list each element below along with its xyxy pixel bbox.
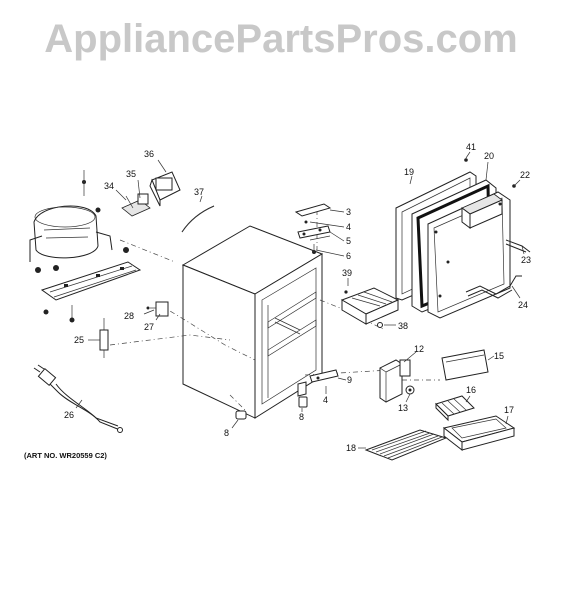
callout-4b: 4 — [323, 395, 328, 405]
callout-24: 24 — [518, 300, 528, 310]
wire-shelf — [364, 429, 448, 461]
callout-5: 5 — [346, 236, 351, 246]
power-cord — [33, 364, 123, 433]
callout-27: 27 — [144, 322, 154, 332]
callout-41: 41 — [466, 142, 476, 152]
callout-28: 28 — [124, 311, 134, 321]
control-housing — [340, 287, 400, 328]
drain-tube — [181, 205, 215, 233]
callout-36: 36 — [144, 149, 154, 159]
cabinet-assembly — [181, 225, 324, 419]
callout-26: 26 — [64, 410, 74, 420]
callout-39: 39 — [342, 268, 352, 278]
thermostat-parts — [146, 301, 169, 317]
callout-labels: 3 4 5 6 39 38 12 15 9 4 13 16 17 18 8 8 … — [64, 142, 531, 453]
callout-25: 25 — [74, 335, 84, 345]
art-number: (ART NO. WR20559 C2) — [24, 451, 107, 460]
callout-34: 34 — [104, 181, 114, 191]
callout-12: 12 — [414, 344, 424, 354]
door-assembly — [395, 158, 531, 319]
callout-38: 38 — [398, 321, 408, 331]
ice-tray — [435, 395, 475, 422]
callout-8b: 8 — [299, 412, 304, 422]
bottom-hinge-parts — [235, 369, 339, 420]
watermark-text: AppliancePartsPros.com — [44, 17, 518, 61]
callout-17: 17 — [504, 405, 514, 415]
callout-13: 13 — [398, 403, 408, 413]
callout-37: 37 — [194, 187, 204, 197]
callout-3: 3 — [346, 207, 351, 217]
callout-15: 15 — [494, 351, 504, 361]
temperature-control — [379, 359, 415, 403]
callout-20: 20 — [484, 151, 494, 161]
capacitor — [99, 318, 109, 358]
leader-lines — [75, 151, 525, 449]
callout-9: 9 — [347, 375, 352, 385]
compressor-assembly — [29, 170, 142, 323]
callout-18: 18 — [346, 443, 356, 453]
callout-8a: 8 — [224, 428, 229, 438]
callout-23: 23 — [521, 255, 531, 265]
callout-22: 22 — [520, 170, 530, 180]
callout-19: 19 — [404, 167, 414, 177]
relay-overload-parts — [121, 171, 181, 217]
callout-4: 4 — [346, 222, 351, 232]
drip-tray — [442, 415, 516, 452]
callout-35: 35 — [126, 169, 136, 179]
hinge-parts — [294, 203, 332, 254]
callout-6: 6 — [346, 251, 351, 261]
callout-16: 16 — [466, 385, 476, 395]
light-cover — [441, 349, 489, 381]
